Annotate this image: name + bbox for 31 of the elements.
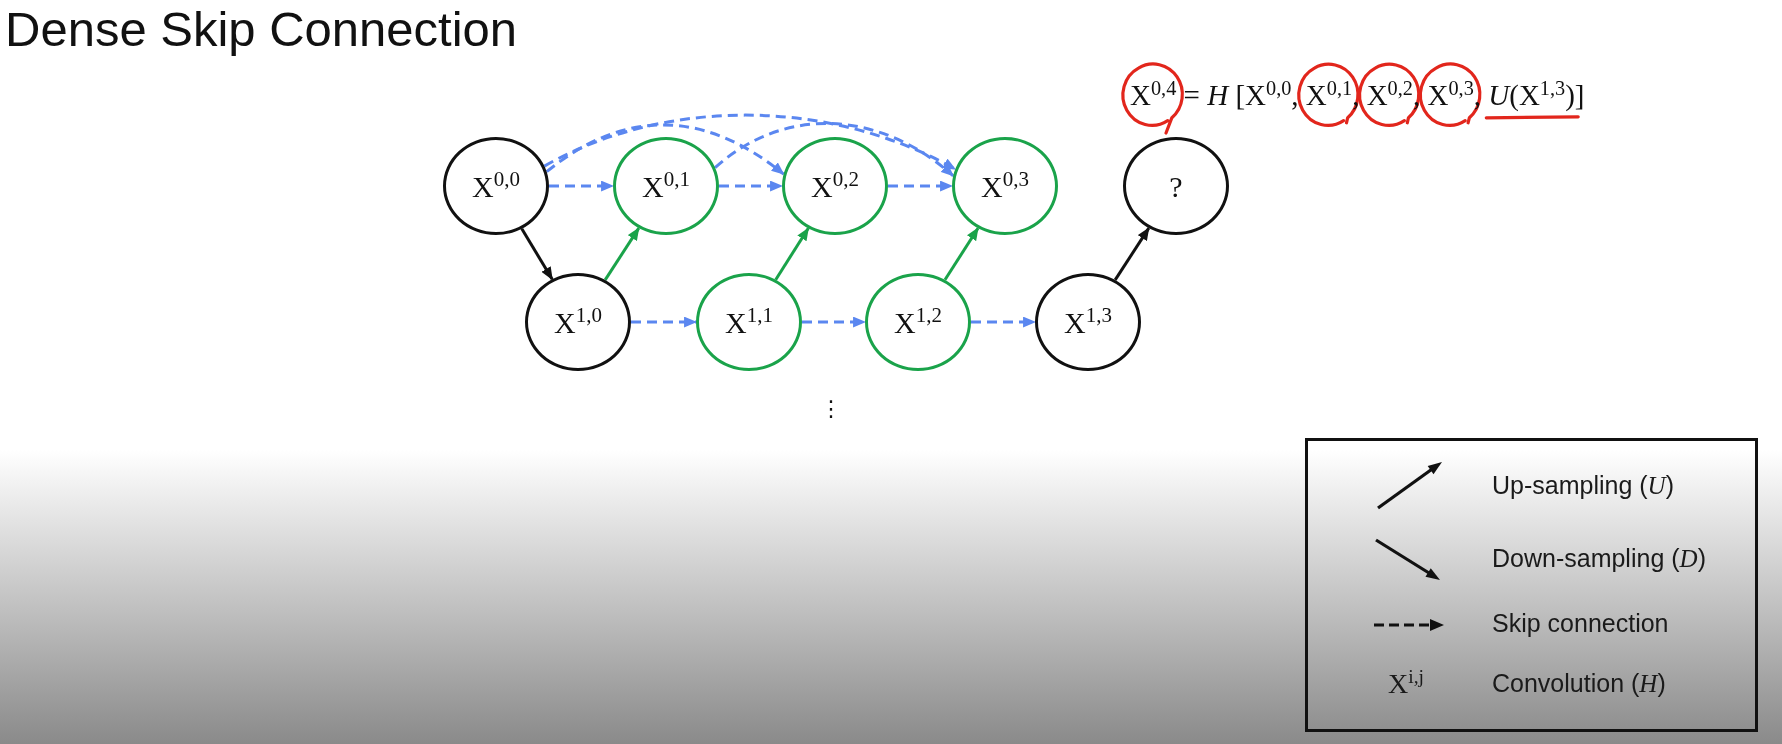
arrow	[520, 228, 554, 281]
curved-dashed-arrow	[543, 113, 957, 171]
arrow	[774, 227, 810, 281]
node-label: X$^{1,1}$	[725, 305, 773, 339]
dashed-arrow	[802, 316, 867, 328]
vertical-ellipsis: ⋮	[820, 398, 842, 420]
dashed-arrow	[971, 316, 1037, 328]
dashed-arrow	[888, 180, 954, 192]
node-label: X$^{0,1}$	[642, 169, 690, 203]
legend-text: Skip connection	[1492, 608, 1669, 638]
dashed-arrow	[631, 316, 698, 328]
legend-text: Up-sampling (U)	[1492, 470, 1674, 501]
page-title: Dense Skip Connection	[5, 1, 518, 58]
dashed-arrow	[719, 180, 784, 192]
node-label: X$^{0,0}$	[472, 169, 520, 203]
dashed-arrow	[549, 180, 615, 192]
curved-dashed-arrow	[714, 122, 955, 177]
node-label: X$^{0,3}$	[981, 169, 1029, 203]
node-label: X$^{1,3}$	[1064, 305, 1112, 339]
legend-text: Down-sampling (D)	[1492, 543, 1706, 574]
arrow	[943, 227, 980, 281]
arrow	[603, 227, 641, 281]
node-label: X$^{1,2}$	[894, 305, 942, 339]
curved-dashed-arrow	[545, 123, 785, 176]
node-label: X$^{1,0}$	[554, 305, 602, 339]
formula: X$^{0,4}$ = H [X$^{0,0}$, X$^{0,1}$, X$^{0,2}$, X$^{0,3}$, U(X$^{1,3}$)]	[1130, 78, 1585, 113]
arrow	[1113, 227, 1151, 281]
notation-label: X$^{i,j}$	[1388, 667, 1425, 701]
node-label: ?	[1169, 169, 1183, 203]
node-label: X$^{0,2}$	[811, 169, 859, 203]
legend-text: Convolution (H)	[1492, 668, 1666, 699]
